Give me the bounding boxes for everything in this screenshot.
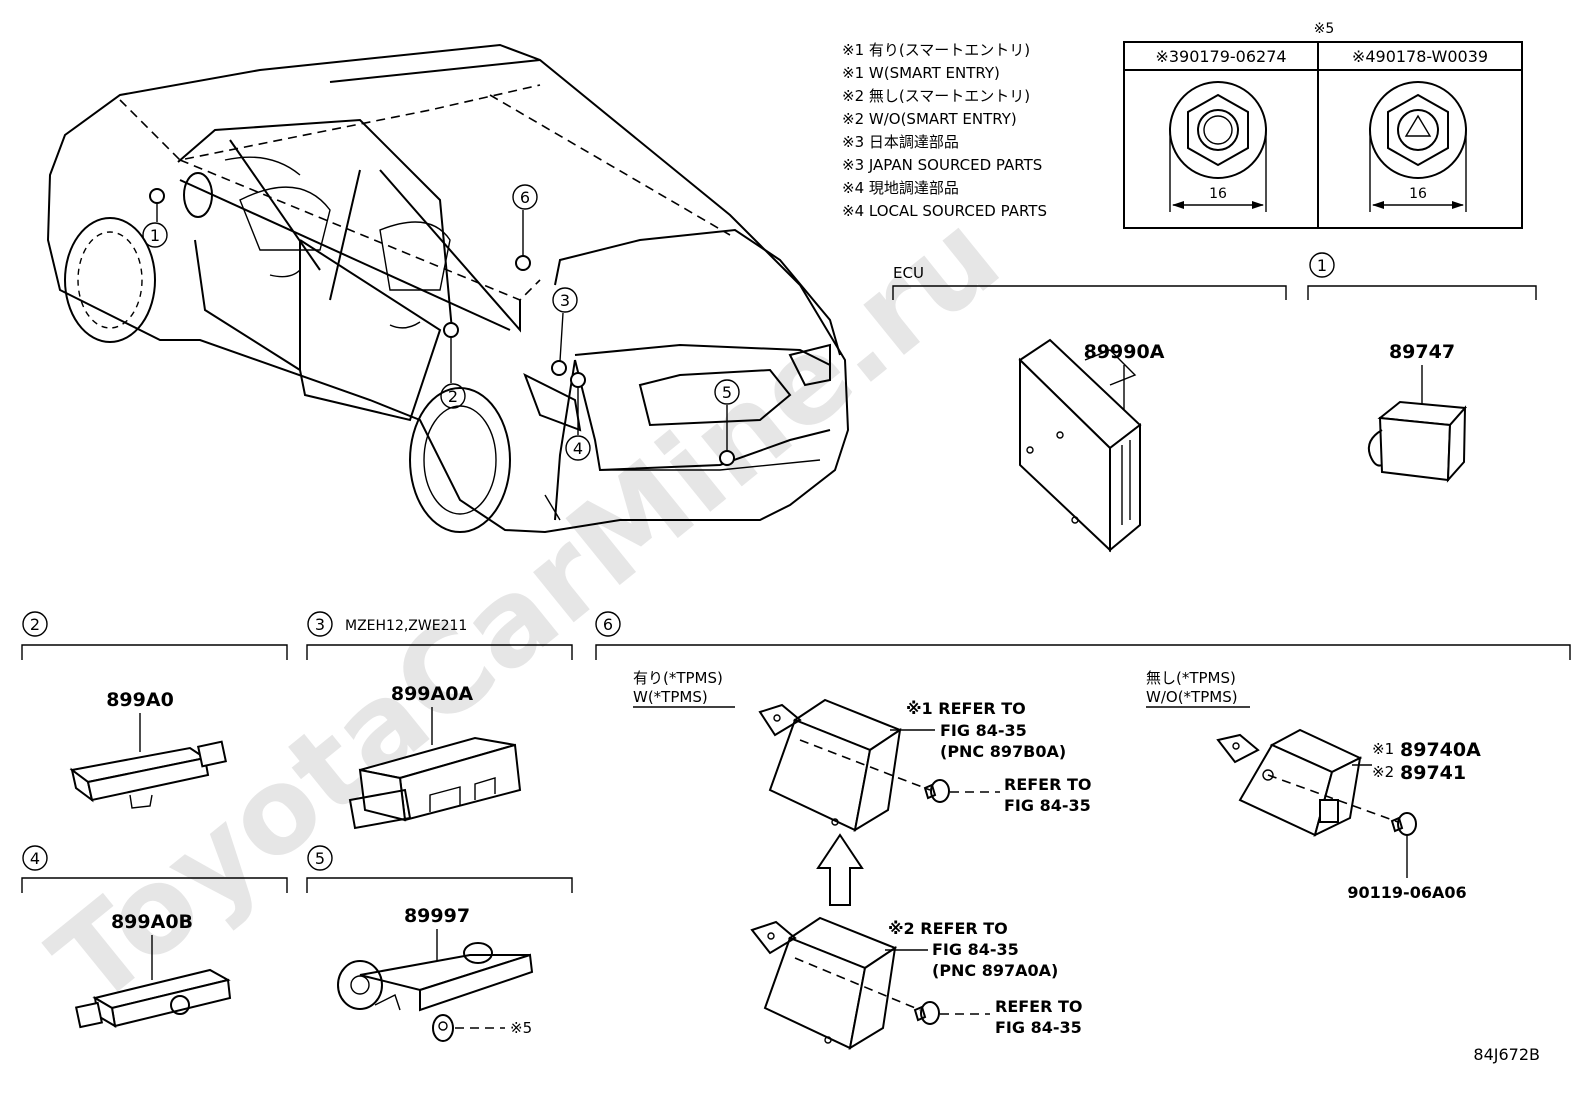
section-6-left-en: W(*TPMS): [633, 688, 708, 706]
ref-c-line-3: (PNC 897A0A): [932, 961, 1058, 980]
section-2-number: 2: [30, 615, 40, 634]
section-ecu: ECU 89990A: [892, 264, 1287, 553]
sensor-box-icon: [1367, 400, 1468, 483]
section-2-part: 899A0: [106, 689, 174, 711]
section-1: 1 89747: [1307, 252, 1537, 483]
marker-6: [515, 255, 531, 271]
section-1-number: 1: [1317, 256, 1327, 275]
antenna-bracket-icon: [348, 736, 522, 830]
marker-1: [149, 188, 165, 204]
section-5: 5 89997 ※5: [306, 845, 573, 1042]
nut-table-col1: ※390179-06274: [1155, 47, 1286, 66]
ref-b-line-1: REFER TO: [1004, 775, 1092, 794]
section-6-left-jp: 有り(*TPMS): [633, 669, 723, 687]
section-5-part: 89997: [404, 905, 470, 927]
marker-4: [570, 372, 586, 388]
ref-d-line-1: REFER TO: [995, 997, 1083, 1016]
note-line: ※3 日本調達部品: [842, 133, 959, 151]
callout-circle-5: [714, 379, 740, 405]
note-line: ※1 有り(スマートエントリ): [842, 41, 1030, 59]
location-markers: 1 2 3 4 5 6: [142, 184, 740, 466]
callout-circle-6: [512, 184, 538, 210]
callout-circle-4: [565, 435, 591, 461]
ref-b-line-2: FIG 84-35: [1004, 796, 1091, 815]
section-1-part: 89747: [1389, 341, 1455, 363]
ecu-part-number: 89990A: [1084, 341, 1165, 363]
note-line: ※2 無し(スマートエントリ): [842, 87, 1030, 105]
callout-circle-1: [142, 222, 168, 248]
ref-c-line-1: ※2 REFER TO: [888, 919, 1008, 938]
section-6-right-jp: 無し(*TPMS): [1146, 669, 1236, 687]
vehicle-illustration: [46, 43, 850, 534]
callout-6: 6: [520, 188, 530, 207]
bolt-icon: [923, 779, 950, 803]
callout-5: 5: [722, 383, 732, 402]
section-5-note: ※5: [510, 1019, 532, 1037]
part-b-mark: ※2: [1372, 763, 1394, 781]
up-arrow-icon: [816, 833, 864, 906]
marker-5: [719, 450, 735, 466]
hex-nut-icon: [1169, 81, 1267, 212]
ref-a-line-3: (PNC 897B0A): [940, 742, 1066, 761]
ref-a-line-2: FIG 84-35: [940, 721, 1027, 740]
section-3-number: 3: [315, 615, 325, 634]
section-3-note: MZEH12,ZWE211: [345, 618, 467, 634]
callout-3: 3: [560, 291, 570, 310]
watermark: ToyotaCarMine.ru: [26, 186, 1025, 1032]
section-5-number: 5: [315, 849, 325, 868]
section-6: 6 有り(*TPMS) W(*TPMS) 無し(*TPMS) W/O(*TPMS…: [595, 611, 1571, 1051]
ecu-module-icon: [1018, 338, 1142, 553]
marker-2: [443, 322, 459, 338]
section-4: 4 899A0B: [21, 845, 288, 1029]
note-line: ※2 W/O(SMART ENTRY): [842, 110, 1017, 128]
section-3: 3 MZEH12,ZWE211 899A0A: [306, 611, 573, 830]
bolt-part-number: 90119-06A06: [1347, 883, 1466, 902]
part-b-number: 89741: [1400, 762, 1466, 784]
section-3-part: 899A0A: [391, 683, 474, 705]
nut-table-col2: ※490178-W0039: [1352, 47, 1488, 66]
callout-circle-3: [552, 287, 578, 313]
bolt-icon: [913, 1001, 940, 1025]
callout-4: 4: [573, 439, 583, 458]
note-line: ※4 LOCAL SOURCED PARTS: [842, 202, 1047, 220]
lock-nut-icon: [1369, 81, 1467, 212]
section-2: 2 899A0: [21, 611, 288, 809]
section-6-number: 6: [603, 615, 613, 634]
note-line: ※1 W(SMART ENTRY): [842, 64, 1000, 82]
tpms-receiver-icon: [758, 698, 903, 833]
ref-d-line-2: FIG 84-35: [995, 1018, 1082, 1037]
section-6-right-en: W/O(*TPMS): [1146, 688, 1238, 706]
marker-3: [551, 360, 567, 376]
nut-dim-2: 16: [1409, 186, 1427, 202]
tpms-receiver-icon: [750, 916, 898, 1051]
note-line: ※3 JAPAN SOURCED PARTS: [842, 156, 1042, 174]
bolt-icon: [1390, 812, 1417, 836]
antenna-bracket-icon: [337, 942, 534, 1012]
ref-a-line-1: ※1 REFER TO: [906, 699, 1026, 718]
ecu-label: ECU: [893, 264, 924, 282]
section-4-number: 4: [30, 849, 40, 868]
nut-table: ※5 ※390179-06274 ※490178-W0039 16: [1123, 21, 1523, 229]
part-a-mark: ※1: [1372, 740, 1394, 758]
note-line: ※4 現地調達部品: [842, 179, 959, 197]
section-4-part: 899A0B: [111, 911, 193, 933]
ref-c-line-2: FIG 84-35: [932, 940, 1019, 959]
part-a-number: 89740A: [1400, 739, 1481, 761]
nut-table-title: ※5: [1314, 21, 1335, 37]
callout-2: 2: [448, 387, 458, 406]
callout-1: 1: [150, 226, 160, 245]
notes-block: ※1 有り(スマートエントリ) ※1 W(SMART ENTRY) ※2 無し(…: [842, 41, 1047, 220]
figure-code: 84J672B: [1473, 1045, 1540, 1064]
callout-circle-2: [440, 383, 466, 409]
antenna-module-icon: [74, 968, 232, 1029]
nut-dim-1: 16: [1209, 186, 1227, 202]
antenna-module-icon: [69, 740, 228, 809]
tpms-receiver-icon: [1216, 728, 1363, 837]
nut-icon: [432, 1014, 454, 1042]
